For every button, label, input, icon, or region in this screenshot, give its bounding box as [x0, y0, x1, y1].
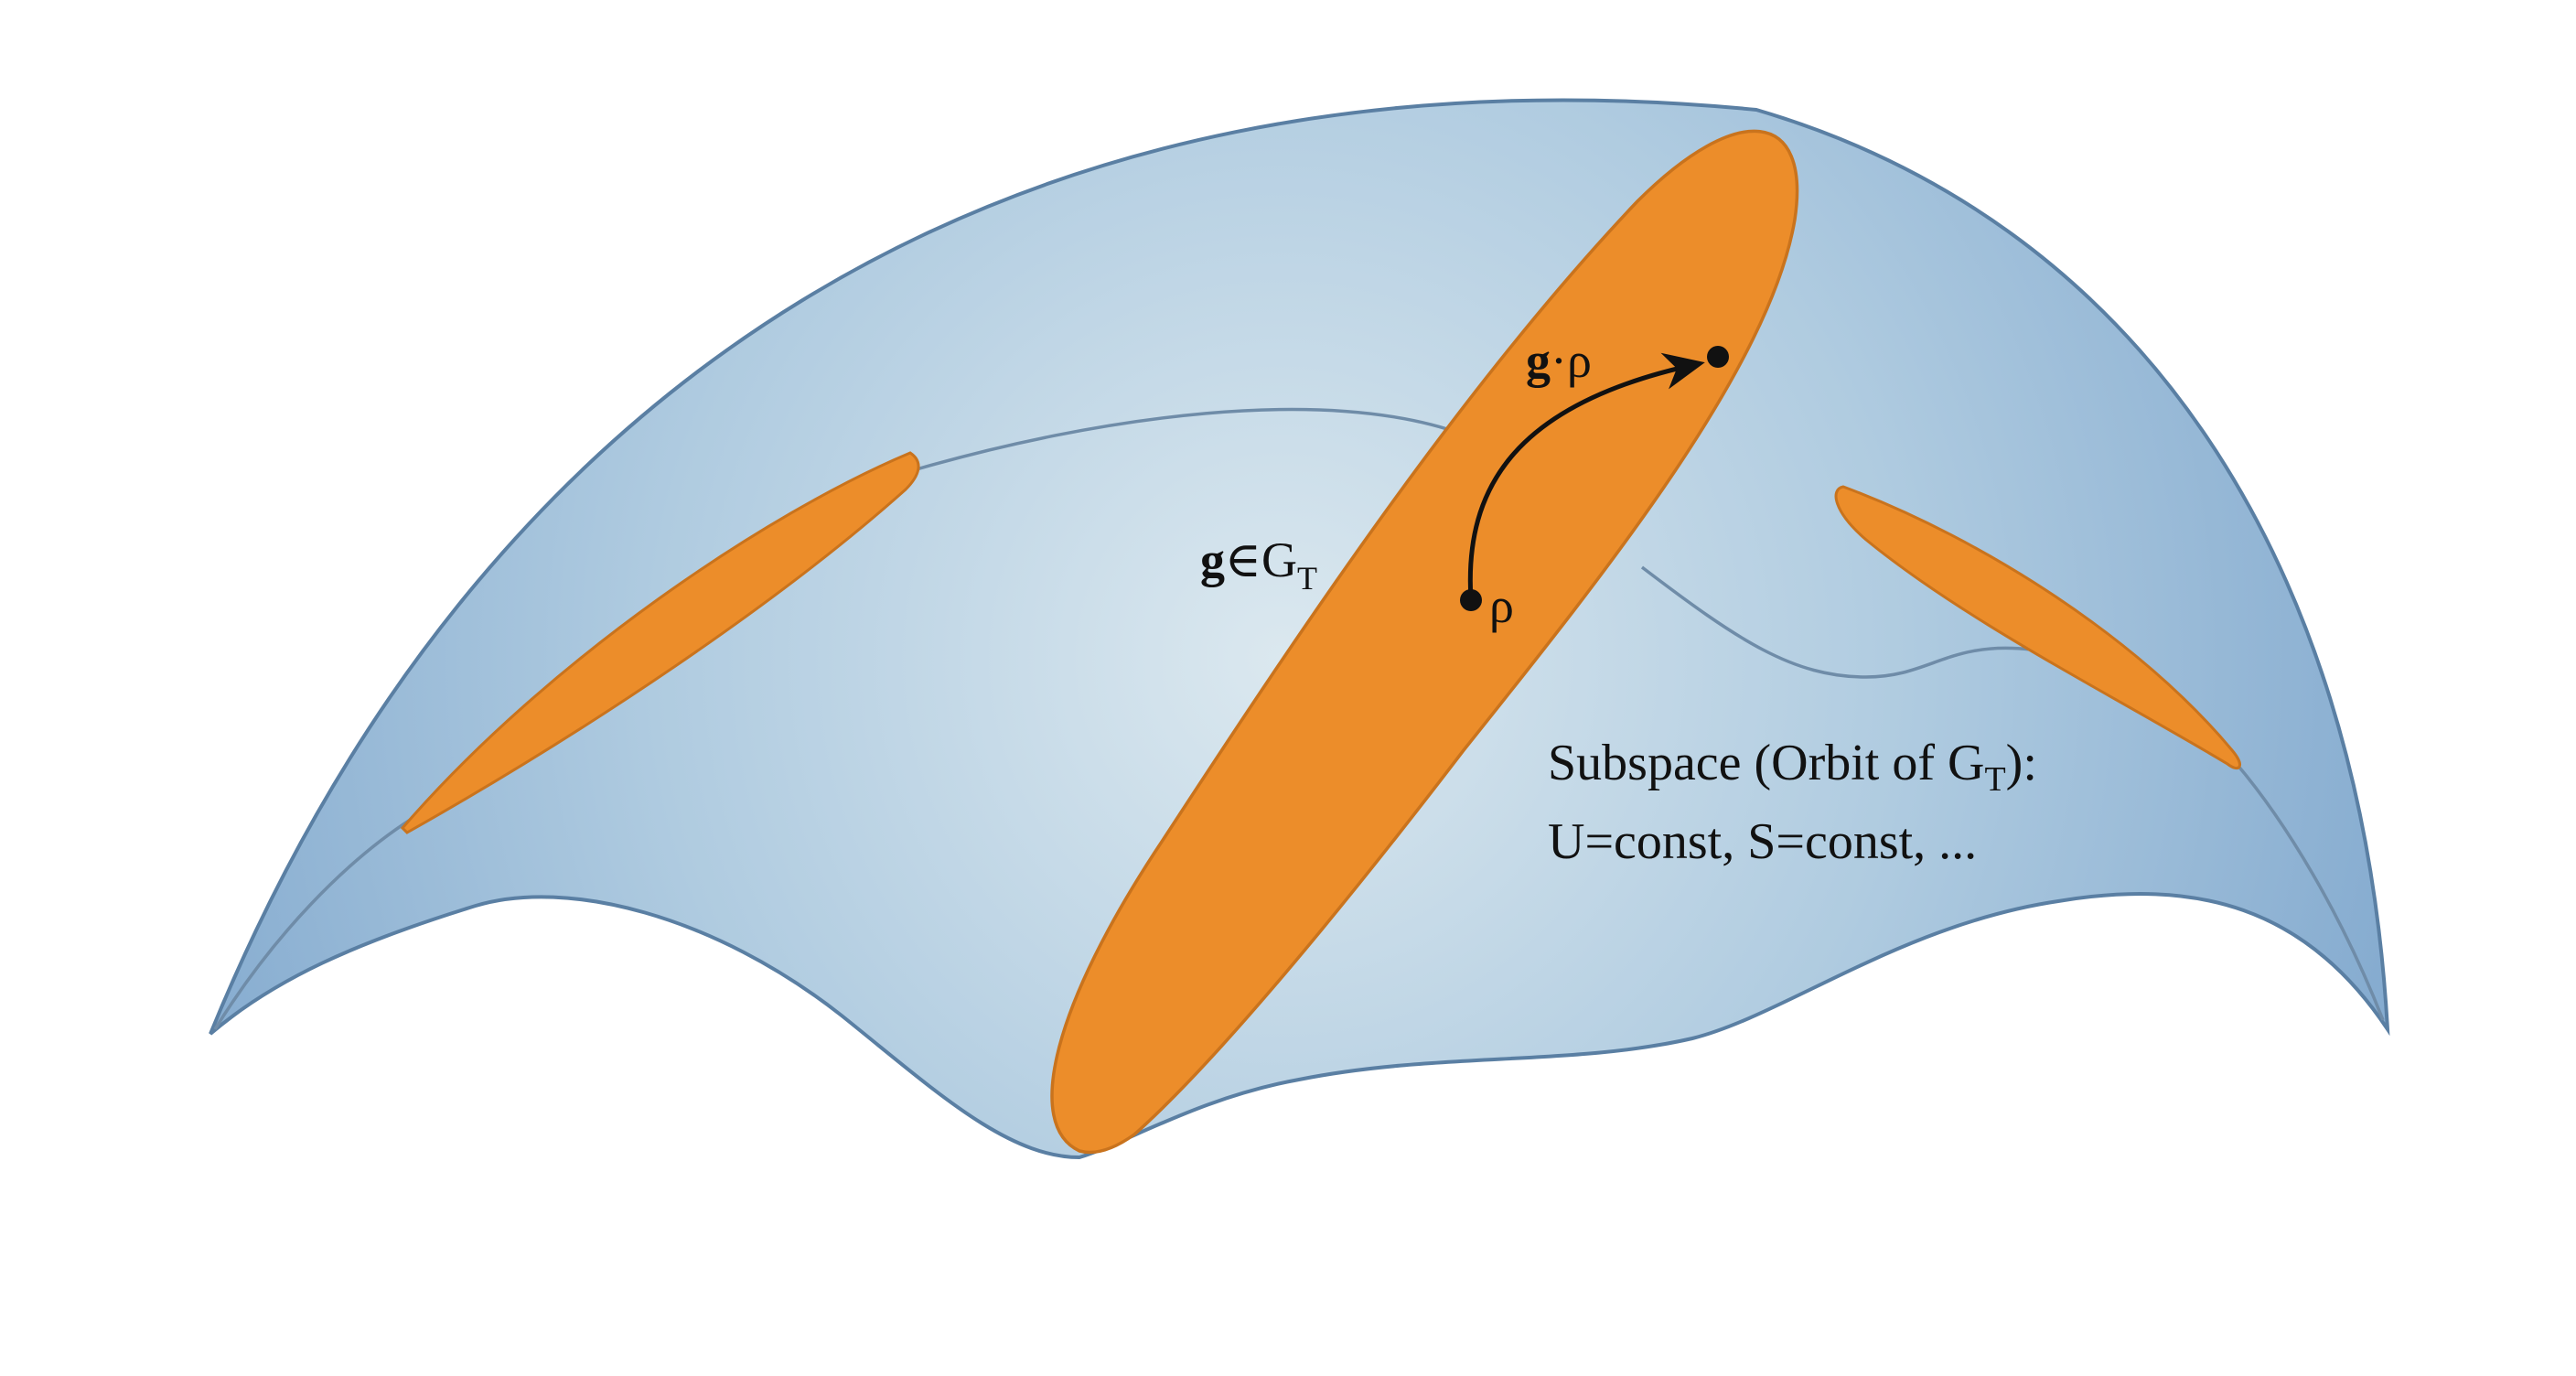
- subspace-constraints-label: U=const, S=const, ...: [1548, 813, 1977, 870]
- orbit-patch-left: [400, 451, 920, 834]
- state-label: ρ: [1489, 578, 1514, 633]
- subspace-title-label: Subspace (Orbit of GT):: [1548, 735, 2037, 799]
- surface-curve-far-right: [2235, 762, 2385, 1021]
- transformed-state-point: [1707, 346, 1729, 368]
- state-point: [1460, 589, 1482, 611]
- orbit-patch-center: [1050, 129, 1799, 1155]
- group-element-label: g∈GT: [1200, 532, 1317, 597]
- surface-curve-top: [909, 407, 1465, 473]
- group-action-arrow: [1467, 352, 1705, 600]
- orbit-patch-right: [1834, 485, 2241, 769]
- surface-curve-right: [1640, 565, 2032, 679]
- manifold-surface: [209, 98, 2390, 1160]
- surface-curve-left: [213, 817, 413, 1030]
- transformed-state-label: g·ρ: [1526, 333, 1592, 388]
